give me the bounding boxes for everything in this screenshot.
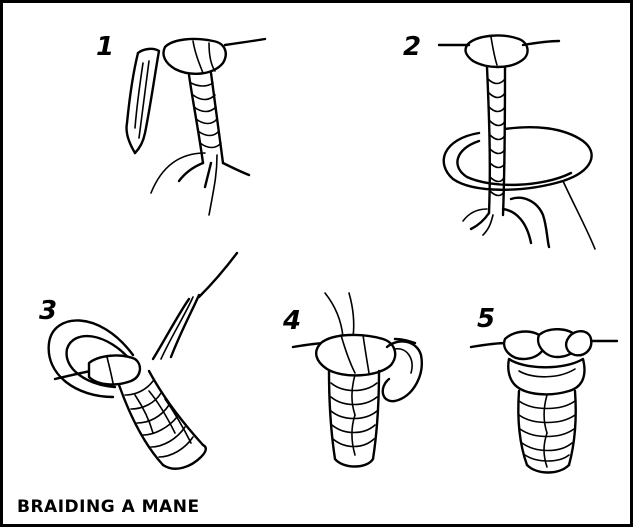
step-4-illustration: 4 xyxy=(282,293,422,467)
step-4-number: 4 xyxy=(282,306,301,336)
step-5-illustration: 5 xyxy=(471,304,617,473)
step-3-number: 3 xyxy=(39,296,57,326)
step-2-number: 2 xyxy=(403,32,421,62)
step-5-number: 5 xyxy=(477,304,495,334)
caption-title: BRAIDING A MANE xyxy=(17,497,200,517)
step-1-illustration: 1 xyxy=(96,32,265,215)
step-2-illustration: 2 xyxy=(403,32,595,249)
braiding-illustration: 1 2 xyxy=(3,3,633,530)
step-3-illustration: 3 xyxy=(39,253,237,469)
step-1-number: 1 xyxy=(96,32,114,62)
